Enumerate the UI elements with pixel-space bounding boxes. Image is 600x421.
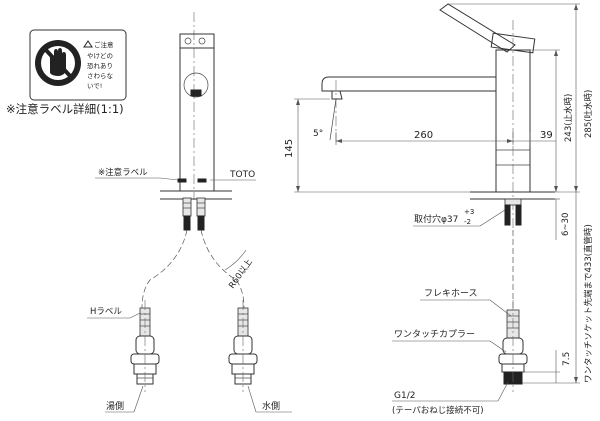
dim-coupler: 7.5 xyxy=(562,352,572,366)
warning-line-3: 恐れあり xyxy=(87,62,113,70)
warning-label-detail: ご注意 やけどの 恐れあり さわらな いで! ※注意ラベル詳細(1:1) xyxy=(6,29,127,116)
warning-line-5: いで! xyxy=(87,82,102,90)
caution-label-callout: ※注意ラベル xyxy=(98,167,148,178)
dim-counter-thickness: 6~30 xyxy=(561,213,571,236)
thread-note: (テーパおねじ接続不可) xyxy=(392,405,484,416)
dim-angle: 5° xyxy=(313,129,323,139)
cold-side-label: 水側 xyxy=(262,400,280,412)
flex-hose-callout: フレキホース xyxy=(424,288,478,299)
mount-tolerance-minus: -2 xyxy=(464,218,471,226)
side-view: 145 260 39 5° 243(止水時) 285(吐水時) 6~30 ワンタ… xyxy=(284,3,594,416)
dim-open-height: 285(吐水時) xyxy=(583,90,594,138)
warning-line-2: やけどの xyxy=(87,52,113,60)
dim-reach: 260 xyxy=(414,130,433,141)
hot-label-callout: Hラベル xyxy=(90,307,122,317)
dim-body-offset: 39 xyxy=(540,130,553,141)
one-touch-coupler-callout: ワンタッチカプラー xyxy=(394,329,475,340)
hose-radius-note: R60以上 xyxy=(227,257,255,291)
front-view: ※注意ラベル TOTO Hラベル R60以上 湯側 水側 xyxy=(87,12,292,413)
dim-hose-length: ワンタッチソケット先端まで433(直管時) xyxy=(583,224,594,383)
dim-stop-height: 243(止水時) xyxy=(563,94,574,142)
hot-side-label: 湯側 xyxy=(106,400,124,412)
warning-line-1: ご注意 xyxy=(94,40,114,49)
no-touch-icon xyxy=(35,40,81,86)
toto-brand-callout: TOTO xyxy=(229,170,255,180)
warning-label-caption: ※注意ラベル詳細(1:1) xyxy=(6,102,124,116)
thread-size-callout: G1/2 xyxy=(394,391,415,401)
mount-tolerance-plus: +3 xyxy=(464,208,474,216)
warning-line-4: さわらな xyxy=(87,72,114,80)
caution-triangle-icon xyxy=(83,40,93,48)
mount-hole-callout: 取付穴φ37 xyxy=(414,213,458,225)
dim-spout-height: 145 xyxy=(284,139,295,158)
